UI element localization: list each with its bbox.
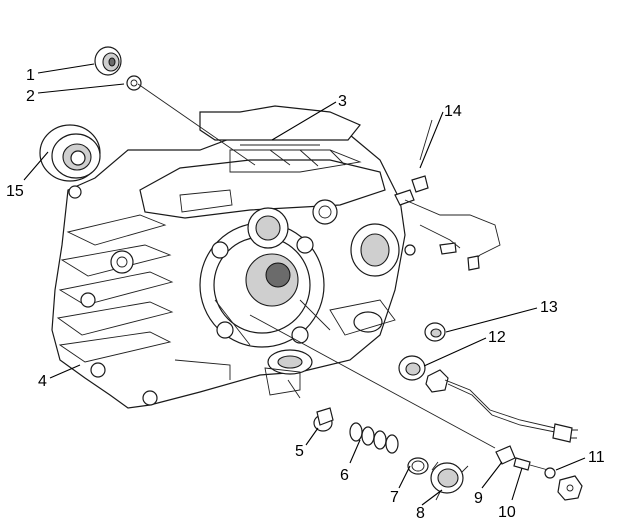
part-9-fitting bbox=[495, 445, 516, 465]
part-14-sensor-harness bbox=[394, 119, 501, 271]
leader-lines bbox=[23, 63, 586, 506]
assembly-axes bbox=[137, 83, 496, 449]
callout-labels: 1 2 3 14 15 4 13 12 5 6 7 8 9 10 11 bbox=[6, 67, 605, 522]
callout-13: 13 bbox=[540, 299, 558, 316]
crankcase-housing bbox=[51, 105, 416, 409]
callout-4: 4 bbox=[38, 373, 47, 390]
callout-12: 12 bbox=[488, 329, 506, 346]
part-8-cap bbox=[430, 461, 469, 501]
part-15-bearing bbox=[39, 124, 101, 182]
callout-7: 7 bbox=[390, 489, 399, 506]
callout-2: 2 bbox=[26, 88, 35, 105]
callout-10: 10 bbox=[498, 504, 516, 521]
speed-sensor-cable bbox=[425, 369, 578, 443]
part-12-seal bbox=[398, 355, 426, 381]
callout-5: 5 bbox=[295, 443, 304, 460]
callout-15: 15 bbox=[6, 183, 24, 200]
callout-3: 3 bbox=[338, 93, 347, 110]
part-11-sensor bbox=[544, 467, 583, 501]
callout-1: 1 bbox=[26, 67, 35, 84]
part-5-plug bbox=[313, 407, 334, 432]
part-1-bearing bbox=[94, 46, 122, 76]
part-7-o-ring bbox=[407, 457, 429, 475]
part-2-seal bbox=[126, 75, 142, 91]
callout-8: 8 bbox=[416, 505, 425, 522]
part-13-bushing bbox=[424, 322, 446, 342]
callout-9: 9 bbox=[474, 490, 483, 507]
part-10-needle bbox=[513, 457, 549, 471]
part-6-spring bbox=[349, 422, 399, 454]
callout-14: 14 bbox=[444, 103, 462, 120]
callout-6: 6 bbox=[340, 467, 349, 484]
callout-11: 11 bbox=[588, 449, 605, 466]
